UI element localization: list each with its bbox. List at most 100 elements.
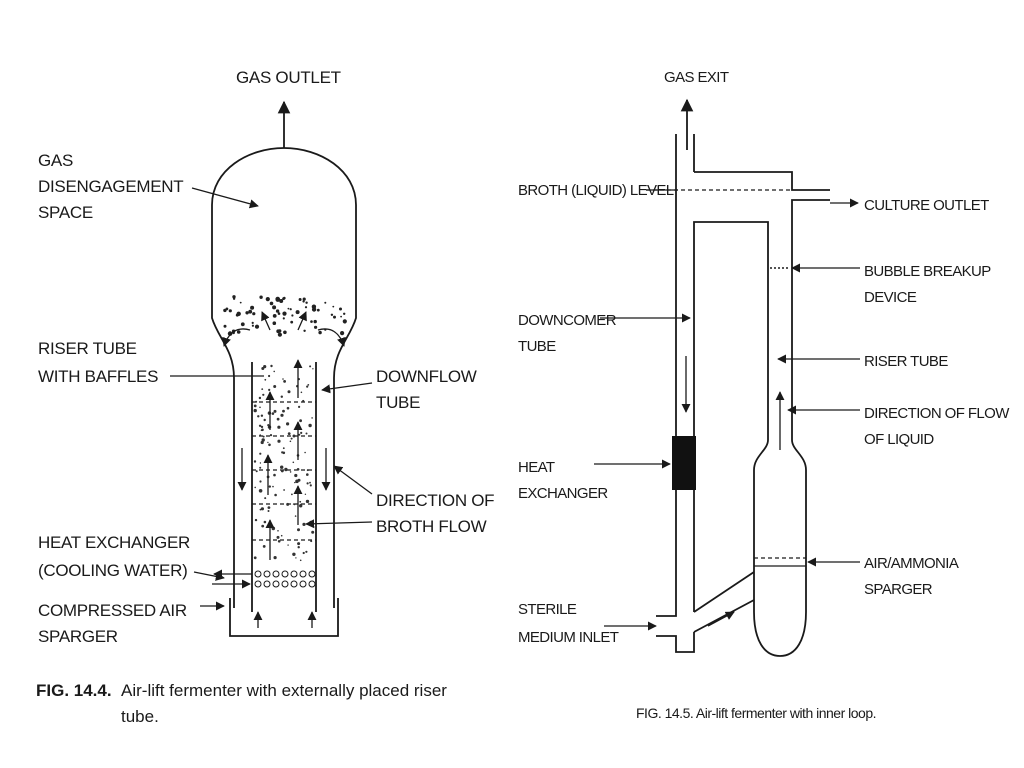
label-compressed-air: COMPRESSED AIR xyxy=(38,601,187,620)
riser-bubble xyxy=(305,432,308,435)
riser-bubble xyxy=(271,526,276,531)
riser-bubble xyxy=(272,485,274,488)
foam-bubble xyxy=(232,295,236,299)
fig-14-5-caption: FIG. 14.5. Air-lift fermenter with inner… xyxy=(636,705,876,721)
label-riser-tube: RISER TUBE xyxy=(864,353,948,370)
fig-14-5-labels: GAS EXIT BROTH (LIQUID) LEVEL CULTURE OU… xyxy=(518,69,1011,646)
foam-bubble xyxy=(275,296,281,302)
label-broth-level: BROTH (LIQUID) LEVEL xyxy=(518,182,674,199)
connecting-pipe-top xyxy=(693,571,755,613)
foam-bubble xyxy=(240,322,245,327)
riser-bubble xyxy=(261,524,265,528)
sparger-ring xyxy=(290,570,298,578)
foam-bubble xyxy=(333,315,336,319)
foam-bubble xyxy=(340,331,345,336)
foam-bubble xyxy=(269,301,274,306)
riser-bubble xyxy=(253,404,257,408)
sparger-ring xyxy=(290,580,298,588)
riser-bubble xyxy=(281,451,284,454)
foam-bubble xyxy=(343,312,346,315)
foam-bubble xyxy=(232,297,236,300)
sparger-ring xyxy=(299,580,307,588)
riser-bubble xyxy=(289,440,292,443)
riser-bubble xyxy=(294,473,298,478)
label-bubble-breakup: BUBBLE BREAKUP xyxy=(864,263,991,280)
foam-bubble xyxy=(272,321,277,326)
riser-bubble xyxy=(284,467,288,472)
sparger-ring xyxy=(299,570,307,578)
heat-exchanger-block xyxy=(672,436,696,490)
riser-bubble xyxy=(294,515,297,517)
foam-bubble xyxy=(248,309,253,314)
foam-bubble xyxy=(254,324,260,329)
riser-bubble xyxy=(258,396,262,400)
riser-bubble xyxy=(306,469,309,472)
foam-bubble xyxy=(272,314,277,318)
riser-bubble xyxy=(297,546,300,549)
label-gas-disengagement: SPACE xyxy=(38,203,93,222)
riser-bubble xyxy=(286,406,290,410)
outer-vessel-outline xyxy=(211,147,357,608)
foam-bubble xyxy=(332,305,335,308)
riser-bubble xyxy=(268,443,271,447)
riser-bubble xyxy=(289,471,292,473)
riser-bubble xyxy=(277,540,281,543)
leader-direction-2 xyxy=(305,519,373,529)
fig-14-5-vessel xyxy=(646,98,859,657)
connecting-pipe-bottom xyxy=(693,599,755,633)
riser-bubble xyxy=(287,544,289,546)
caption-text: tube. xyxy=(121,707,159,726)
riser-bubble xyxy=(286,422,290,426)
riser-bubble xyxy=(282,409,285,413)
outer-riser-wall xyxy=(791,199,830,440)
foam-bubble xyxy=(259,295,263,299)
riser-bubble xyxy=(292,552,296,556)
riser-bubble xyxy=(262,545,266,548)
label-heat-exchanger: HEAT xyxy=(518,459,555,476)
riser-bubble xyxy=(260,440,264,445)
riser-bubble xyxy=(255,400,258,403)
riser-bubble xyxy=(292,434,296,438)
leader-heat-exchanger xyxy=(193,571,225,581)
riser-bubble xyxy=(273,370,276,373)
riser-bubble xyxy=(287,432,291,435)
riser-bubble xyxy=(267,441,269,444)
riser-bubble xyxy=(310,540,313,543)
riser-bubble xyxy=(291,493,293,496)
riser-bubble xyxy=(300,431,303,434)
riser-bubble xyxy=(280,413,284,417)
inlet-pipe-top xyxy=(656,612,677,617)
sparger-ring xyxy=(263,580,271,588)
riser-bubble xyxy=(297,542,301,546)
label-direction-broth: BROTH FLOW xyxy=(376,517,487,536)
riser-bubble xyxy=(258,424,262,427)
riser-bubble xyxy=(259,406,261,409)
riser-bubble xyxy=(267,506,271,509)
riser-bubble xyxy=(280,469,284,473)
foam-bubble xyxy=(311,307,317,312)
riser-bubble xyxy=(260,425,264,429)
fig-14-4-leaders xyxy=(170,187,373,611)
label-heat-exchanger: HEAT EXCHANGER xyxy=(38,533,190,552)
leader-direction-1 xyxy=(333,465,373,495)
fig-14-4-vessel xyxy=(211,100,357,637)
foam-bubble xyxy=(303,329,306,332)
riser-bubble xyxy=(273,473,276,477)
sparger-ring xyxy=(272,570,280,578)
foam-bubble xyxy=(275,309,280,313)
riser-bubble xyxy=(273,556,277,560)
riser-bubble xyxy=(259,452,262,455)
riser-bubble xyxy=(263,520,267,524)
riser-bubble xyxy=(277,425,281,429)
label-sparger: AIR/AMMONIA xyxy=(864,555,959,572)
riser-bubble xyxy=(261,438,265,442)
riser-bubble xyxy=(274,493,277,497)
foam-bubble xyxy=(272,305,277,310)
sparger-ring xyxy=(281,580,289,588)
foam-bubble xyxy=(287,307,290,310)
spray-arrow xyxy=(261,311,271,331)
sparger-ring xyxy=(308,570,316,578)
label-direction-broth: DIRECTION OF xyxy=(376,491,494,510)
spray-arrow xyxy=(297,311,307,331)
fig-14-5-leaders xyxy=(594,189,860,631)
